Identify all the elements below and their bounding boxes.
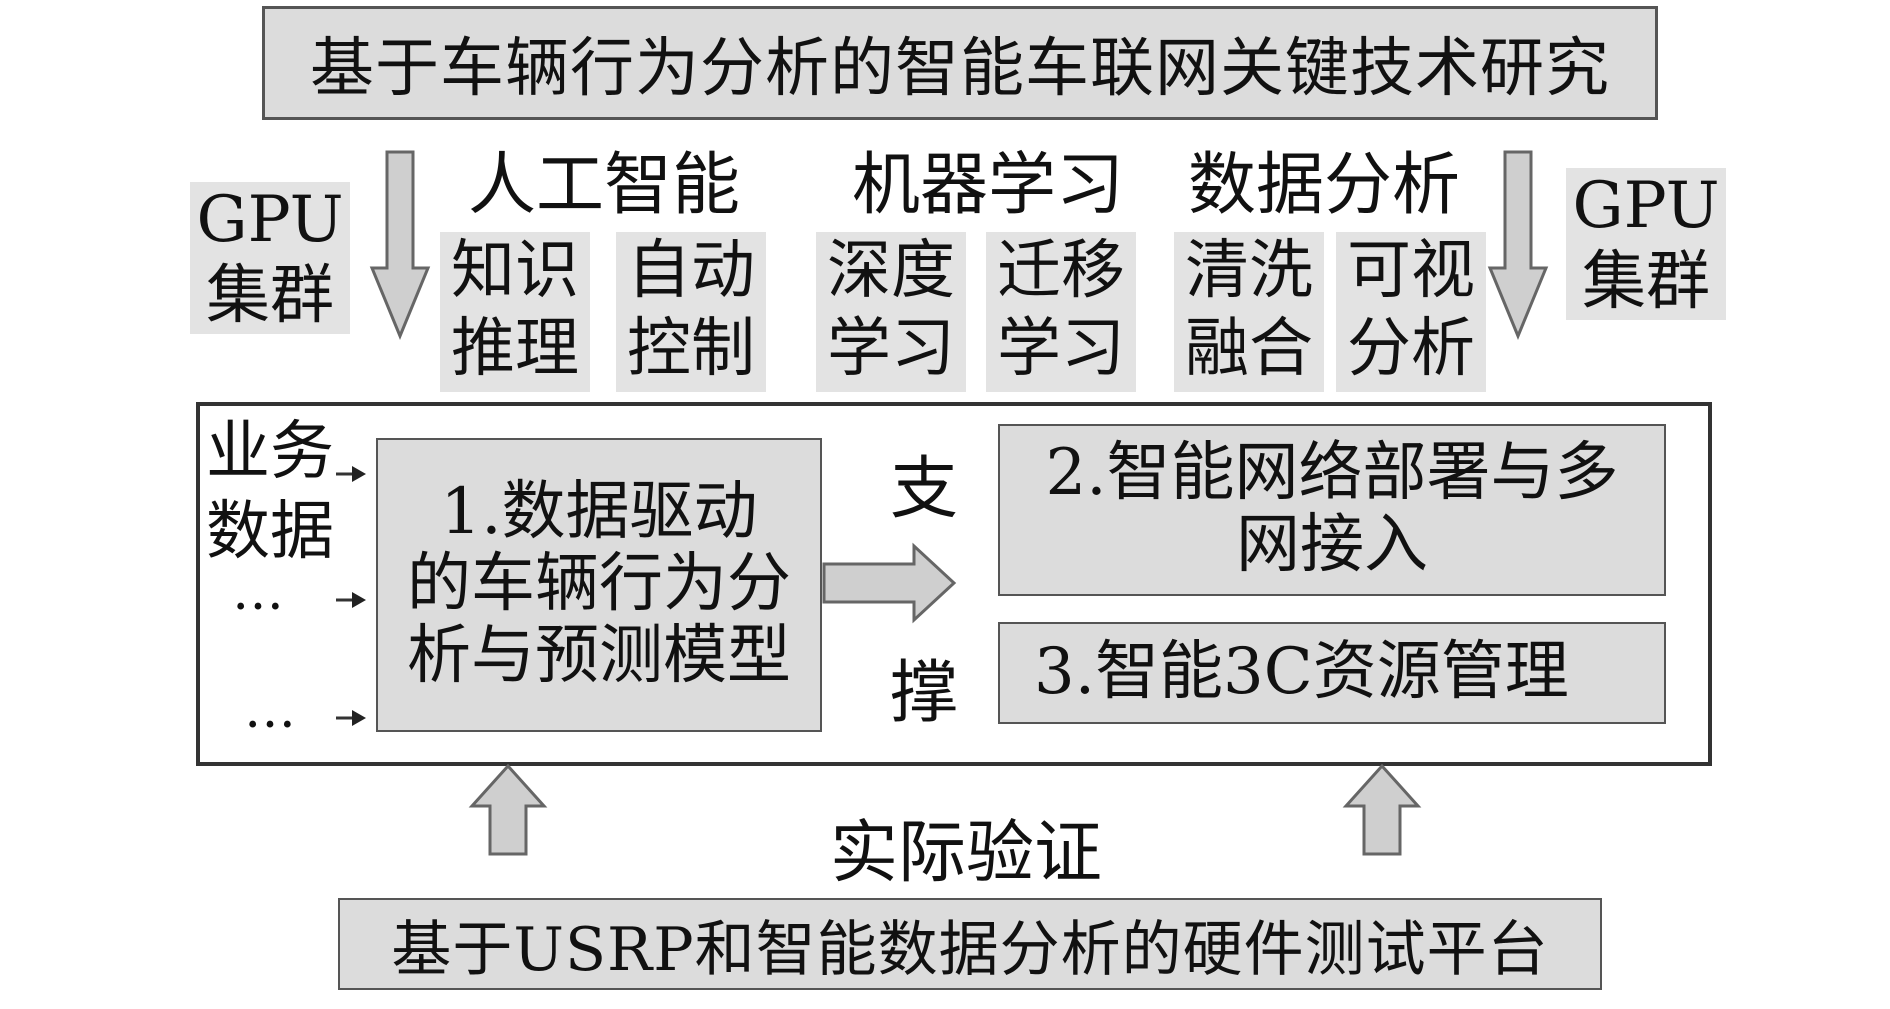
category-ai-heading: 人工智能 xyxy=(468,146,741,225)
validation-label: 实际验证 xyxy=(830,814,1103,893)
tile-cleaning-fusion: 清洗 融合 xyxy=(1174,232,1324,392)
tile-line: 迁移 xyxy=(997,234,1125,308)
model-line2: 的车辆行为分 xyxy=(407,547,791,622)
tile-line: 学习 xyxy=(997,312,1125,386)
ellipsis-1: … xyxy=(232,562,284,622)
model-line1: 1.数据驱动 xyxy=(440,475,758,550)
resource-management-box: 3.智能3C资源管理 xyxy=(998,622,1666,724)
support-char-1: 支 xyxy=(890,450,959,529)
gpu-cluster-right: GPU 集群 xyxy=(1566,168,1726,320)
top-title-box: 基于车辆行为分析的智能车联网关键技术研究 xyxy=(262,6,1658,120)
category-da-heading: 数据分析 xyxy=(1188,146,1461,225)
business-data-line2: 数据 xyxy=(206,495,334,569)
ellipsis-2: … xyxy=(244,680,296,740)
tile-auto-control: 自动 控制 xyxy=(616,232,766,392)
tile-transfer-learning: 迁移 学习 xyxy=(986,232,1136,392)
gpu-right-line1: GPU xyxy=(1572,169,1720,243)
input-arrow-1 xyxy=(336,466,366,482)
tile-line: 推理 xyxy=(451,312,579,386)
model-box: 1.数据驱动 的车辆行为分 析与预测模型 xyxy=(376,438,822,732)
tile-line: 控制 xyxy=(627,312,755,386)
gpu-right-line2: 集群 xyxy=(1582,245,1710,319)
input-arrow-2 xyxy=(336,592,366,608)
box2-line1: 2.智能网络部署与多 xyxy=(1045,436,1619,511)
support-char-2: 撑 xyxy=(890,654,959,733)
tile-line: 可视 xyxy=(1347,234,1475,308)
tile-line: 清洗 xyxy=(1185,234,1313,308)
box2-line2: 网接入 xyxy=(1236,508,1428,582)
tile-line: 融合 xyxy=(1185,312,1313,386)
input-arrow-3 xyxy=(336,710,366,726)
right-up-arrow xyxy=(1342,763,1422,856)
tile-line: 自动 xyxy=(627,234,755,308)
tile-deep-learning: 深度 学习 xyxy=(816,232,966,392)
tile-knowledge-reasoning: 知识 推理 xyxy=(440,232,590,392)
network-deployment-box: 2.智能网络部署与多 网接入 xyxy=(998,424,1666,596)
gpu-left-line2: 集群 xyxy=(206,259,334,333)
tile-line: 深度 xyxy=(827,234,955,308)
model-line3: 析与预测模型 xyxy=(407,618,791,693)
bottom-title-box: 基于USRP和智能数据分析的硬件测试平台 xyxy=(338,898,1602,990)
tile-line: 分析 xyxy=(1347,312,1475,386)
tile-line: 学习 xyxy=(827,312,955,386)
box3-text: 3.智能3C资源管理 xyxy=(1034,635,1569,710)
business-data-label: 业务 数据 xyxy=(200,412,340,572)
support-arrow xyxy=(822,542,957,624)
left-down-arrow xyxy=(369,150,431,340)
business-data-line1: 业务 xyxy=(206,415,334,489)
category-ml-heading: 机器学习 xyxy=(852,146,1125,225)
gpu-cluster-left: GPU 集群 xyxy=(190,182,350,334)
tile-line: 知识 xyxy=(451,234,579,308)
tile-visual-analysis: 可视 分析 xyxy=(1336,232,1486,392)
left-up-arrow xyxy=(468,763,548,856)
gpu-left-line1: GPU xyxy=(196,183,344,257)
right-down-arrow xyxy=(1487,150,1549,340)
bottom-title: 基于USRP和智能数据分析的硬件测试平台 xyxy=(391,914,1549,985)
top-title: 基于车辆行为分析的智能车联网关键技术研究 xyxy=(310,32,1610,106)
